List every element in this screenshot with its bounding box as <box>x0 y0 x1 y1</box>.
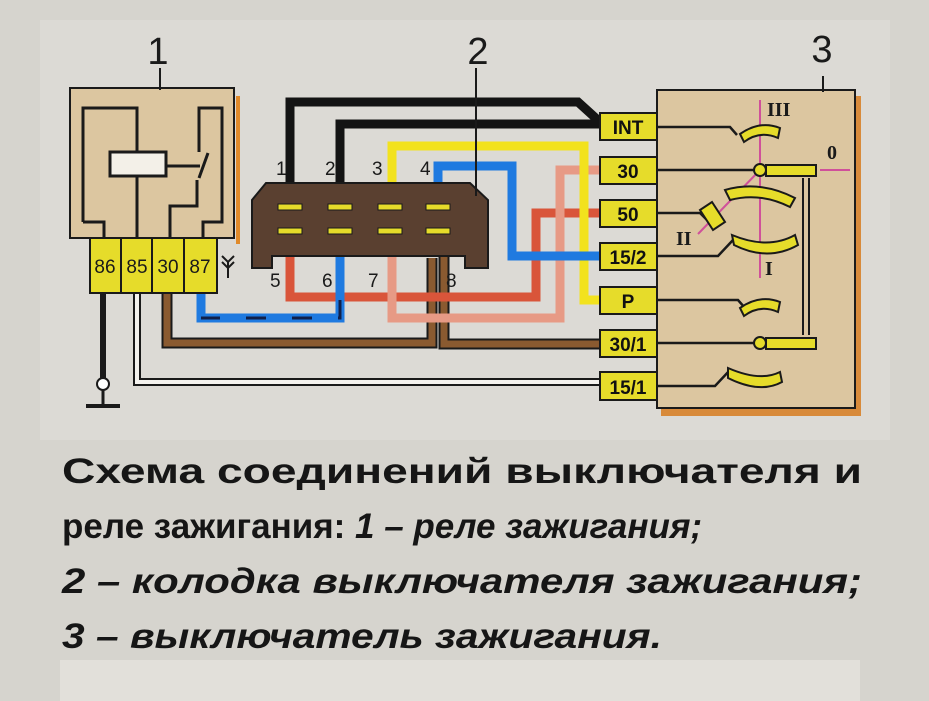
wire-pink-30 <box>387 165 600 323</box>
ignition-switch: INT 30 50 15/2 P 30/1 15/1 <box>599 29 861 416</box>
pin-label-2: 2 <box>325 159 336 180</box>
ignition-relay: 86 85 30 87 1 <box>69 31 240 408</box>
pin-label-7: 7 <box>368 271 379 292</box>
relay-terminal-87: 87 <box>189 257 210 278</box>
terminal-int: INT <box>613 118 644 139</box>
pin-label-3: 3 <box>372 159 383 180</box>
terminal-30: 30 <box>617 162 638 183</box>
wire-black-int-outer <box>285 97 604 207</box>
terminal-p: P <box>622 292 635 313</box>
position-I: I <box>765 258 773 280</box>
terminal-30-1: 30/1 <box>610 335 647 356</box>
position-II: II <box>676 228 692 250</box>
caption-item-3: 3 – выключатель зажигания. <box>62 617 662 656</box>
label-switch: 3 <box>811 29 832 71</box>
ground-icon <box>86 293 120 408</box>
relay-terminal-strip: 86 85 30 87 <box>89 237 218 294</box>
pin-label-4: 4 <box>420 159 431 180</box>
caption-item-2: 2 – колодка выключателя зажигания; <box>61 562 862 601</box>
label-connector: 2 <box>467 31 488 73</box>
position-III: III <box>767 99 791 121</box>
wires <box>133 97 604 386</box>
caption-item-1: 1 – реле зажигания; <box>355 507 702 546</box>
caption-line-2: реле зажигания: 1 – реле зажигания; <box>62 507 702 546</box>
relay-terminal-86: 86 <box>94 257 115 278</box>
wire-blue-87 <box>196 232 345 323</box>
wire-yellow-p <box>387 141 600 305</box>
relay-terminal-30: 30 <box>157 257 178 278</box>
pin-label-1: 1 <box>276 159 287 180</box>
terminal-15-1: 15/1 <box>610 378 647 399</box>
diode-symbol-icon <box>221 255 235 278</box>
caption: Схема соединений выключателя и реле зажи… <box>61 452 862 656</box>
wire-blue-15-2 <box>433 161 600 261</box>
terminal-15-2: 15/2 <box>610 248 647 269</box>
wire-black-int-inner <box>335 119 600 207</box>
pin-label-8: 8 <box>446 271 457 292</box>
caption-title-end: реле зажигания: <box>62 507 355 546</box>
position-0: 0 <box>827 142 837 164</box>
label-relay: 1 <box>147 31 168 73</box>
relay-terminal-85: 85 <box>126 257 147 278</box>
caption-line-1: Схема соединений выключателя и <box>62 452 862 491</box>
pin-label-5: 5 <box>270 271 281 292</box>
switch-connector: 1 2 3 4 5 6 7 8 2 <box>251 31 489 292</box>
terminal-50: 50 <box>617 205 638 226</box>
pin-label-6: 6 <box>322 271 333 292</box>
